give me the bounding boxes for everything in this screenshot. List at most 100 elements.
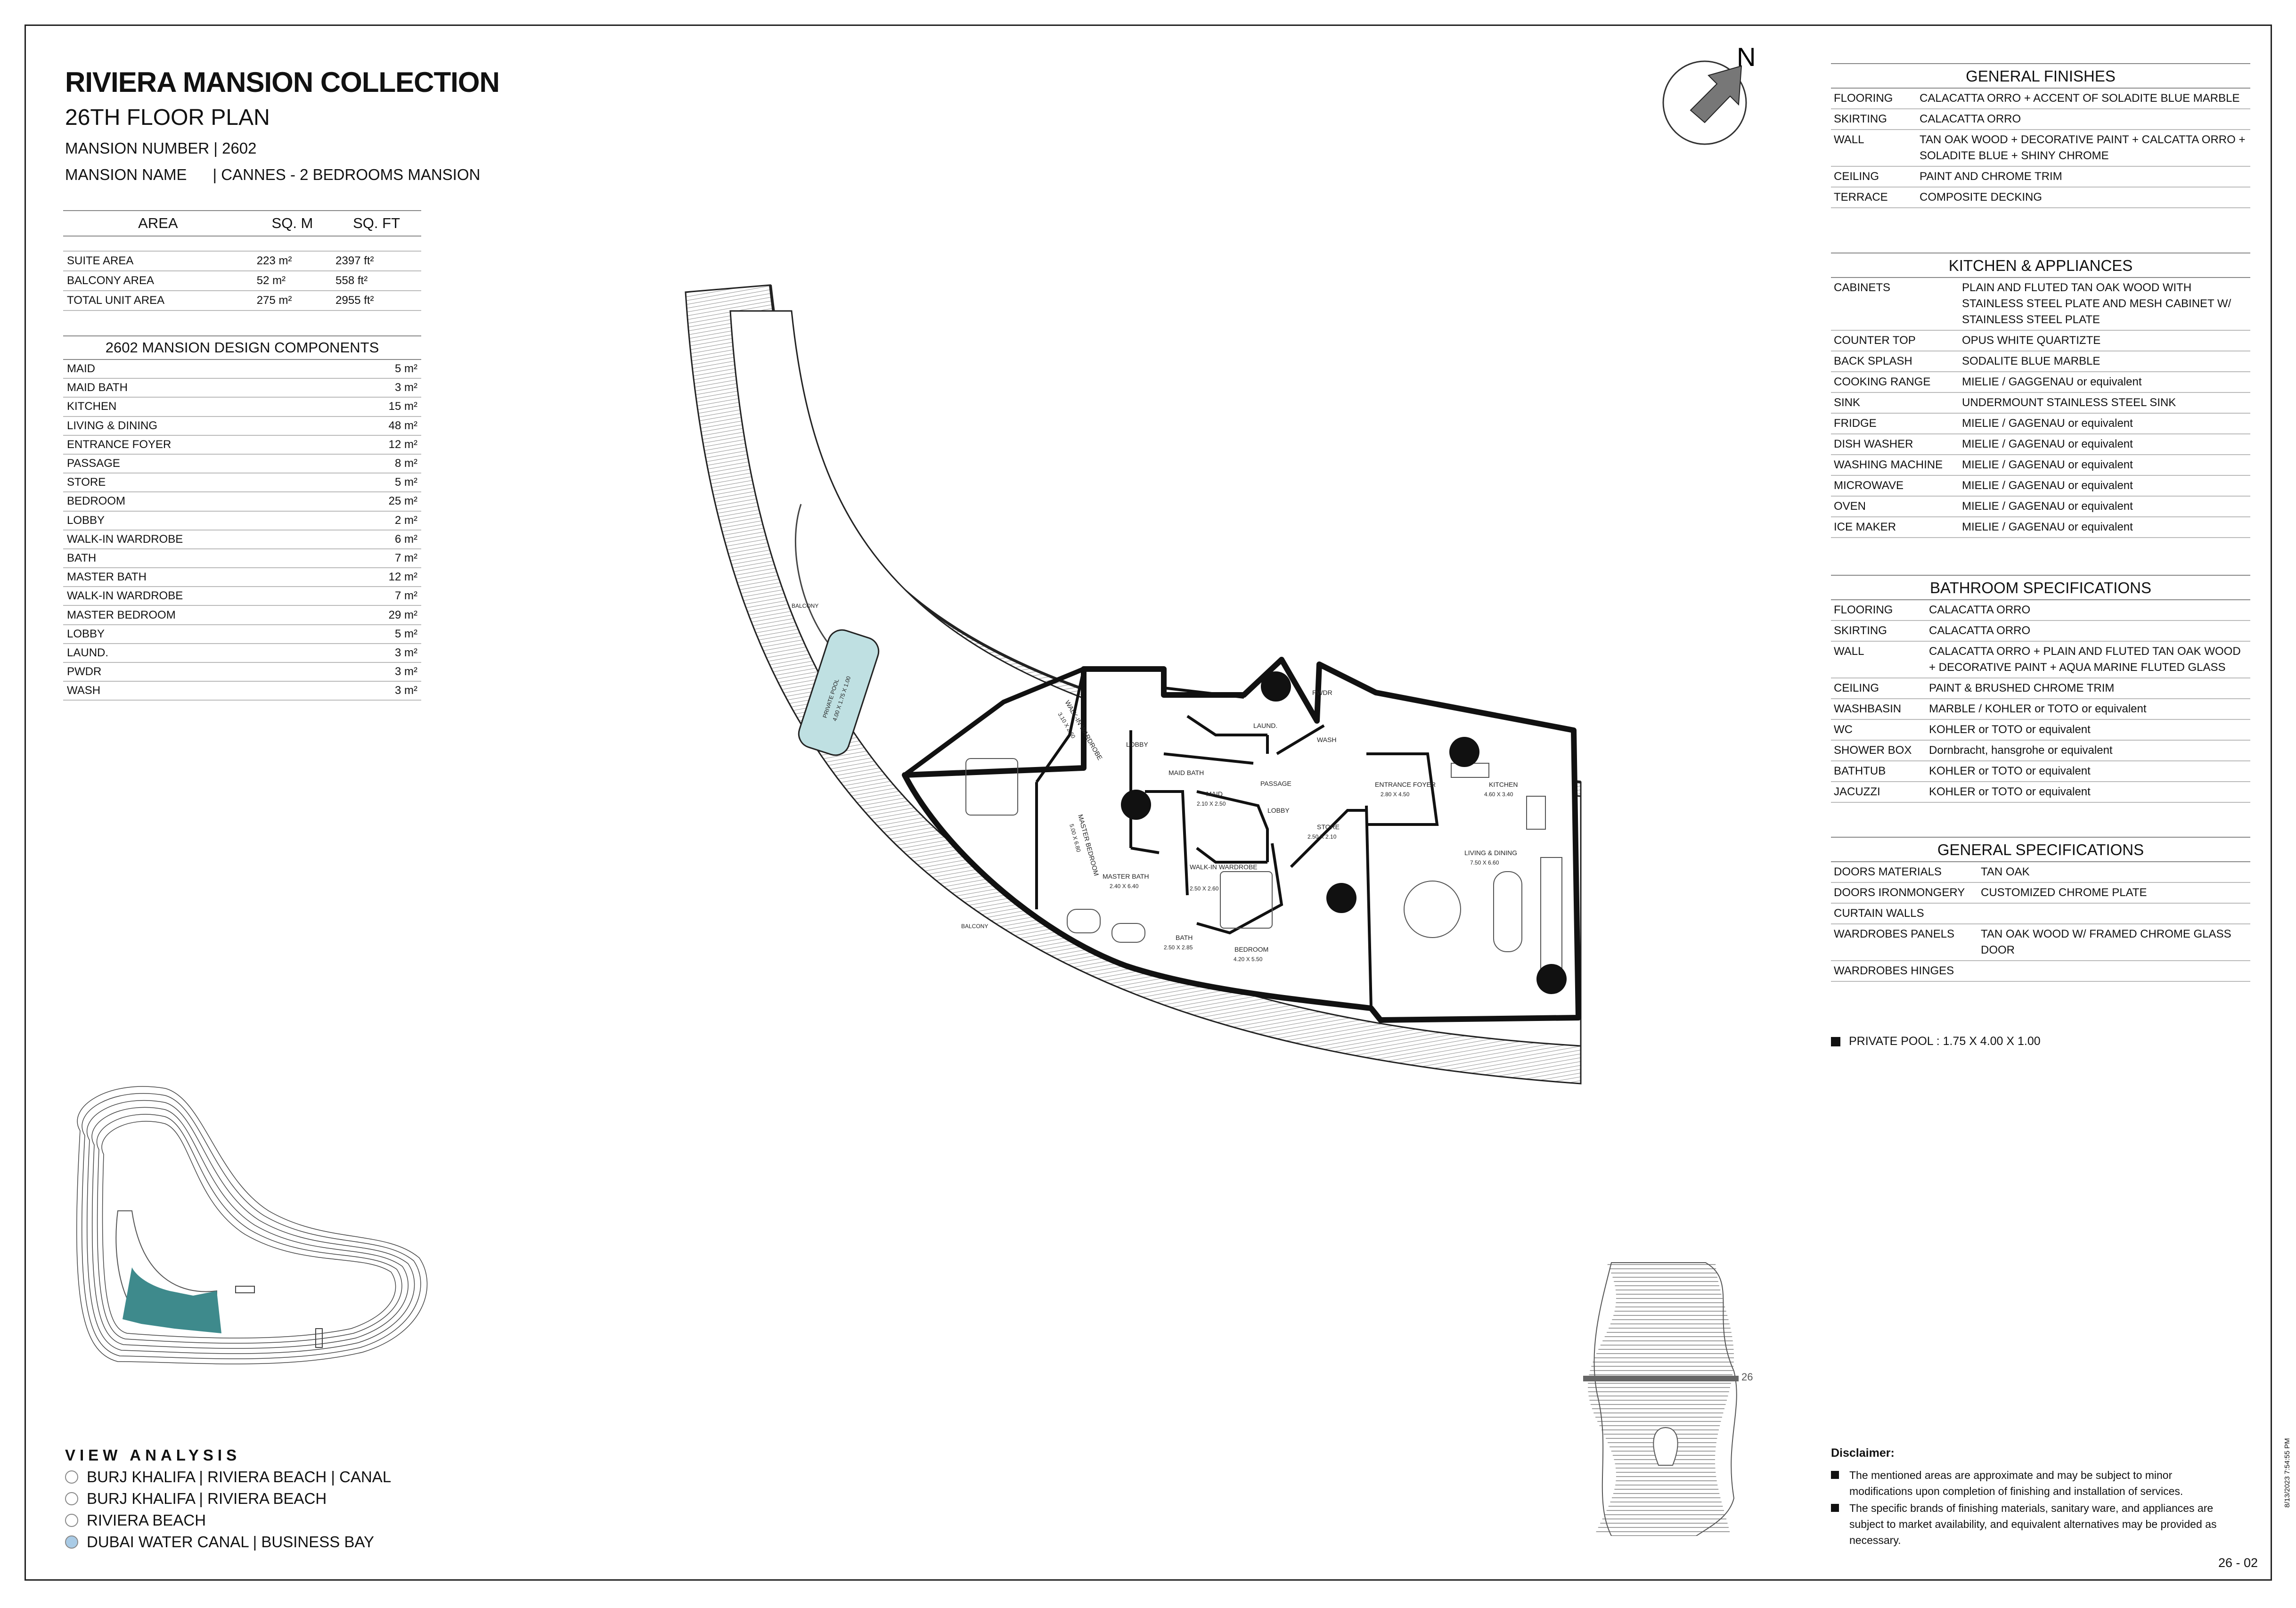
spec-key: CURTAIN WALLS — [1831, 903, 1978, 924]
spec-value: CALACATTA ORRO — [1926, 620, 2250, 642]
view-option: BURJ KHALIFA | RIVIERA BEACH — [65, 1488, 391, 1510]
room-dim: 2.50 X 2.60 — [1190, 885, 1219, 892]
room-label: LOBBY — [1267, 807, 1290, 814]
mansion-name: MANSION NAME | CANNES - 2 BEDROOMS MANSI… — [65, 166, 481, 183]
interior-walls — [1035, 669, 1439, 1009]
spec-key: SKIRTING — [1831, 620, 1926, 642]
view-option: RIVIERA BEACH — [65, 1510, 391, 1531]
sqft-header: SQ. FT — [332, 210, 421, 237]
area-sqm: 275 m² — [253, 291, 332, 311]
spec-key: BATHTUB — [1831, 761, 1926, 782]
component-value: 3 m² — [339, 662, 421, 682]
spec-value: PLAIN AND FLUTED TAN OAK WOOD WITH STAIN… — [1959, 278, 2250, 331]
spec-value: OPUS WHITE QUARTIZTE — [1959, 330, 2250, 351]
component-label: BATH — [63, 548, 340, 569]
spec-key: WALL — [1831, 130, 1917, 167]
spec-key: WASHING MACHINE — [1831, 455, 1959, 476]
room-dim: 2.80 X 4.50 — [1381, 791, 1410, 798]
spec-value: MIELIE / GAGENAU or equivalent — [1959, 455, 2250, 476]
room-dim: 2.50 X 2.85 — [1164, 944, 1193, 951]
area-sqm: 223 m² — [253, 251, 332, 271]
floor-number-label: 26 — [1741, 1371, 1753, 1383]
component-label: WALK-IN WARDROBE — [63, 587, 340, 606]
table-row: CURTAIN WALLS — [1831, 903, 2250, 924]
room-label: LIVING & DINING — [1464, 849, 1517, 857]
spec-key: MICROWAVE — [1831, 475, 1959, 497]
spec-value: MIELIE / GAGENAU or equivalent — [1959, 517, 2250, 538]
component-label: WASH — [63, 681, 340, 701]
pool-note: PRIVATE POOL : 1.75 X 4.00 X 1.00 — [1831, 1035, 2041, 1048]
component-label: LOBBY — [63, 624, 340, 644]
view-option: BURJ KHALIFA | RIVIERA BEACH | CANAL — [65, 1466, 391, 1488]
component-value: 29 m² — [339, 605, 421, 625]
spec-value: TAN OAK WOOD W/ FRAMED CHROME GLASS DOOR — [1978, 924, 2250, 961]
area-header: AREA — [63, 210, 253, 237]
component-value: 3 m² — [339, 643, 421, 663]
room-label: MASTER BATH — [1103, 873, 1149, 880]
component-label: PASSAGE — [63, 454, 340, 474]
bullet-square-icon — [1831, 1037, 1840, 1047]
component-label: KITCHEN — [63, 397, 340, 417]
component-label: MAID BATH — [63, 378, 340, 398]
component-value: 6 m² — [339, 530, 421, 549]
spec-key: ICE MAKER — [1831, 517, 1959, 538]
view-option-label: BURJ KHALIFA | RIVIERA BEACH — [87, 1490, 327, 1507]
view-option-label: RIVIERA BEACH — [87, 1511, 206, 1529]
north-arrow-icon: N — [1662, 47, 1756, 145]
table-row: TOTAL UNIT AREA 275 m² 2955 ft² — [63, 291, 421, 311]
room-label: WASH — [1317, 736, 1336, 743]
spec-value: PAINT AND CHROME TRIM — [1917, 166, 2250, 188]
component-value: 3 m² — [339, 378, 421, 398]
page-frame — [25, 24, 2272, 1581]
room-dim: 2.40 X 6.40 — [1110, 883, 1139, 890]
spec-value: CALACATTA ORRO + PLAIN AND FLUTED TAN OA… — [1926, 641, 2250, 678]
balcony-label: BALCONY — [792, 603, 818, 609]
area-sqft: 2955 ft² — [332, 291, 421, 311]
component-label: STORE — [63, 473, 340, 493]
floor-plan: PRIVATE POOL 4.00 X 1.75 X 1.00 BALCONY … — [685, 284, 1582, 1085]
radio-indicator-icon — [65, 1514, 78, 1527]
floor-title: 26TH FLOOR PLAN — [65, 105, 270, 130]
component-value: 7 m² — [339, 548, 421, 569]
spec-value: MIELIE / GAGGENAU or equivalent — [1959, 372, 2250, 393]
north-label: N — [1737, 47, 1756, 72]
spec-key: FRIDGE — [1831, 413, 1959, 434]
unit-outline — [902, 657, 1581, 1023]
component-label: ENTRANCE FOYER — [63, 435, 340, 455]
building-elevation: 26 — [1583, 1262, 1753, 1536]
disclaimer-text: The mentioned areas are approximate and … — [1849, 1469, 2183, 1497]
spec-value: KOHLER or TOTO or equivalent — [1926, 719, 2250, 741]
area-sqm: 52 m² — [253, 271, 332, 291]
room-dim: 2.10 X 2.50 — [1197, 800, 1226, 807]
room-dim: 4.20 X 5.50 — [1234, 956, 1263, 963]
view-option: DUBAI WATER CANAL | BUSINESS BAY — [65, 1531, 391, 1553]
spec-key: FLOORING — [1831, 600, 1926, 621]
room-label: LAUND. — [1253, 722, 1277, 729]
spec-value: MIELIE / GAGENAU or equivalent — [1959, 496, 2250, 517]
spec-key: WASHBASIN — [1831, 699, 1926, 720]
spec-key: CABINETS — [1831, 278, 1959, 331]
spec-value: MIELIE / GAGENAU or equivalent — [1959, 434, 2250, 455]
disclaimer-item: The specific brands of finishing materia… — [1831, 1500, 2227, 1548]
spec-value: PAINT & BRUSHED CHROME TRIM — [1926, 678, 2250, 699]
area-label: BALCONY AREA — [63, 271, 253, 291]
